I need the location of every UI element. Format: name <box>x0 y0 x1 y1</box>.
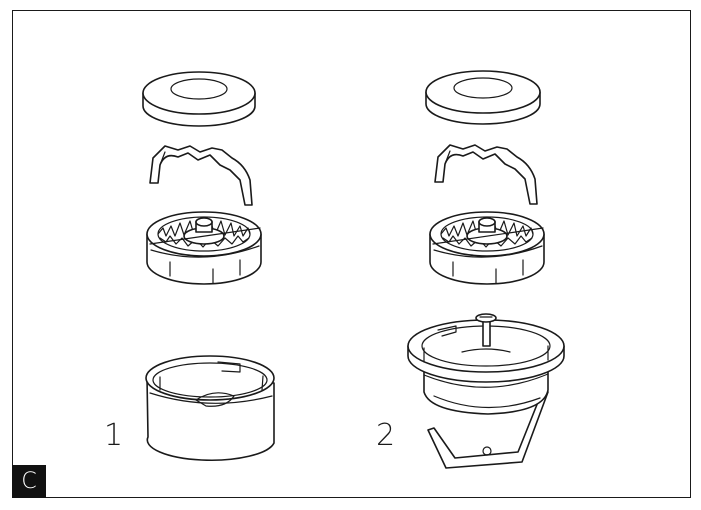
assembly-2 <box>407 70 565 469</box>
figure-label-2: 2 <box>376 418 396 453</box>
flange-housing-2 <box>407 313 565 469</box>
cap-2 <box>425 70 541 125</box>
assembly-1 <box>142 71 275 462</box>
clip-2 <box>434 144 538 205</box>
cap-1 <box>142 71 256 127</box>
figure-frame <box>12 10 691 498</box>
clip-1 <box>149 145 253 206</box>
figure-label-1: 1 <box>104 418 124 453</box>
housing-cup-1 <box>145 355 275 462</box>
blade-base-1 <box>146 211 262 285</box>
panel-letter-badge: C <box>12 465 46 498</box>
blade-base-2 <box>429 211 545 285</box>
